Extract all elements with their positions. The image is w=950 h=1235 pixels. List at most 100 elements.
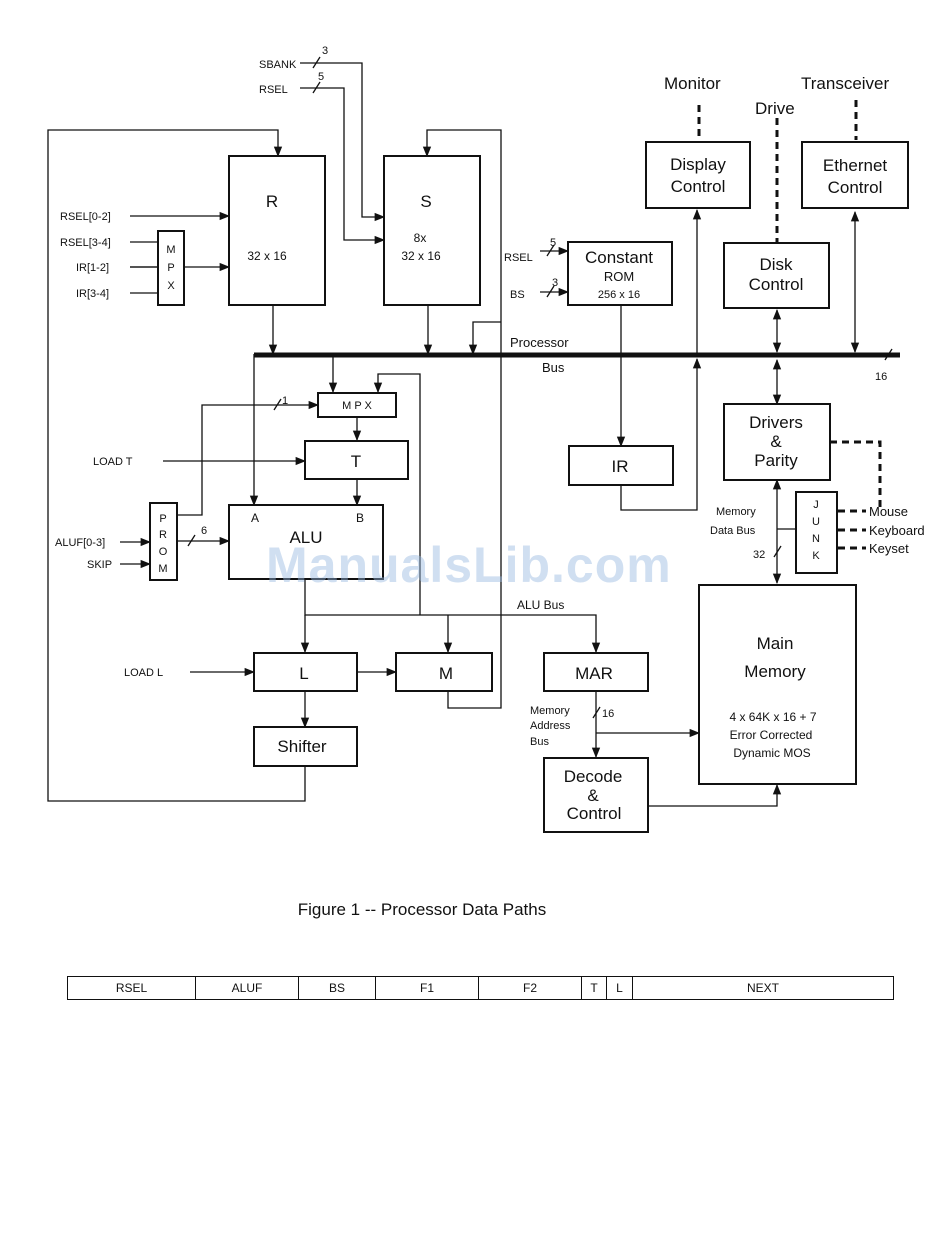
decode-control-line3: Control <box>567 804 622 823</box>
junk-letter: J <box>813 499 819 511</box>
memory-data-width: 32 <box>753 549 765 561</box>
register-l: L <box>253 652 358 692</box>
mpx-top: M P X <box>317 392 397 418</box>
register-mar: MAR <box>543 652 649 692</box>
load-l-label: LOAD L <box>124 667 163 679</box>
rsel-rom-label: RSEL <box>504 252 533 264</box>
sbank-label: SBANK <box>259 59 297 71</box>
prom-letter: M <box>158 563 167 575</box>
format-field-rsel: RSEL <box>68 977 196 999</box>
junk-letter: N <box>812 533 820 545</box>
prom-letter: O <box>159 546 168 558</box>
decode-control-line2: & <box>587 786 599 805</box>
decode-control-line1: Decode <box>564 767 623 786</box>
main-memory-line2: Memory <box>744 662 806 681</box>
format-field-aluf: ALUF <box>196 977 299 999</box>
skip-label: SKIP <box>87 559 112 571</box>
register-ir-name: IR <box>612 457 629 476</box>
rsel-top-label: RSEL <box>259 84 288 96</box>
keyboard-label: Keyboard <box>869 523 925 538</box>
constant-rom: Constant ROM 256 x 16 <box>567 241 673 306</box>
rsel-0-2-label: RSEL[0-2] <box>60 211 111 223</box>
signal-labels: SBANK 3 RSEL 5 RSEL[0-2] RSEL[3-4] IR[1-… <box>55 45 558 679</box>
register-s: S 8x 32 x 16 <box>383 155 481 306</box>
ir-1-2-label: IR[1-2] <box>76 262 109 274</box>
register-m: M <box>395 652 493 692</box>
sbank-width: 3 <box>322 45 328 57</box>
transceiver-label: Transceiver <box>801 74 890 93</box>
register-s-mult: 8x <box>414 231 427 245</box>
register-r-size: 32 x 16 <box>247 249 287 263</box>
prom-out-width: 6 <box>201 525 207 537</box>
format-field-t: T <box>582 977 607 999</box>
drivers-parity: Drivers & Parity <box>723 403 831 481</box>
register-s-size: 32 x 16 <box>401 249 441 263</box>
display-control: Display Control <box>645 141 751 209</box>
memory-address-width: 16 <box>602 708 614 720</box>
rsel-3-4-label: RSEL[3-4] <box>60 237 111 249</box>
format-field-f1: F1 <box>376 977 479 999</box>
disk-control-line2: Control <box>749 275 804 294</box>
shifter: Shifter <box>253 726 358 767</box>
watermark: ManualsLib.com <box>266 537 672 593</box>
register-s-name: S <box>420 192 431 211</box>
memory-address-bus-label-1: Memory <box>530 705 570 717</box>
ethernet-control-line2: Control <box>828 178 883 197</box>
display-control-line1: Display <box>670 155 726 174</box>
load-t-label: LOAD T <box>93 456 133 468</box>
mpx-left: M P X <box>157 230 185 306</box>
disk-control: Disk Control <box>723 242 830 309</box>
register-r-name: R <box>266 192 278 211</box>
register-t: T <box>304 440 409 480</box>
disk-control-line1: Disk <box>759 255 793 274</box>
rsel-top-width: 5 <box>318 71 324 83</box>
junk: J U N K <box>795 491 838 574</box>
aluf-label: ALUF[0-3] <box>55 537 105 549</box>
keyset-label: Keyset <box>869 541 909 556</box>
format-field-next: NEXT <box>746 981 779 995</box>
drivers-parity-line2: & <box>770 432 782 451</box>
mouse-label: Mouse <box>869 504 908 519</box>
register-l-name: L <box>299 664 308 683</box>
drivers-parity-line1: Drivers <box>749 413 803 432</box>
ethernet-control: Ethernet Control <box>801 141 909 209</box>
display-control-line2: Control <box>671 177 726 196</box>
prom-letter: R <box>159 529 167 541</box>
register-mar-name: MAR <box>575 664 613 683</box>
main-memory-spec3: Dynamic MOS <box>733 746 810 760</box>
alu-bus-label: ALU Bus <box>517 598 564 612</box>
prom: P R O M <box>149 502 178 581</box>
ir-3-4-label: IR[3-4] <box>76 288 109 300</box>
ethernet-control-line1: Ethernet <box>823 156 888 175</box>
main-memory-spec1: 4 x 64K x 16 + 7 <box>729 710 816 724</box>
drivers-parity-line3: Parity <box>754 451 798 470</box>
figure-caption: Figure 1 -- Processor Data Paths <box>298 900 546 919</box>
shifter-name: Shifter <box>277 737 326 756</box>
instruction-format-table: RSEL ALUF BS F1 F2 T L NEXT <box>67 976 894 1000</box>
junk-letter: U <box>812 516 820 528</box>
processor-bus-width: 16 <box>875 371 887 383</box>
decode-control: Decode & Control <box>543 757 649 833</box>
constant-rom-line2: ROM <box>604 269 634 284</box>
register-ir: IR <box>568 445 674 486</box>
memory-address-bus-label-2: Address <box>530 720 571 732</box>
wires <box>47 62 860 807</box>
prom-letter: P <box>159 513 166 525</box>
constant-rom-size: 256 x 16 <box>598 289 640 301</box>
monitor-label: Monitor <box>664 74 721 93</box>
memory-address-bus-label-3: Bus <box>530 736 549 748</box>
main-memory: Main Memory 4 x 64K x 16 + 7 Error Corre… <box>698 584 857 785</box>
bs-label: BS <box>510 289 525 301</box>
memory-data-bus-label-1: Memory <box>716 506 756 518</box>
junk-letter: K <box>812 550 820 562</box>
bs-width: 3 <box>552 277 558 289</box>
format-field-f2: F2 <box>479 977 582 999</box>
dashed-links <box>697 100 882 550</box>
format-field-bs: BS <box>299 977 376 999</box>
alu: A B ALU <box>228 504 384 580</box>
constant-rom-line1: Constant <box>585 248 653 267</box>
register-r: R 32 x 16 <box>228 155 326 306</box>
alu-name: ALU <box>289 528 322 547</box>
processor-bus-label-1: Processor <box>510 335 569 350</box>
